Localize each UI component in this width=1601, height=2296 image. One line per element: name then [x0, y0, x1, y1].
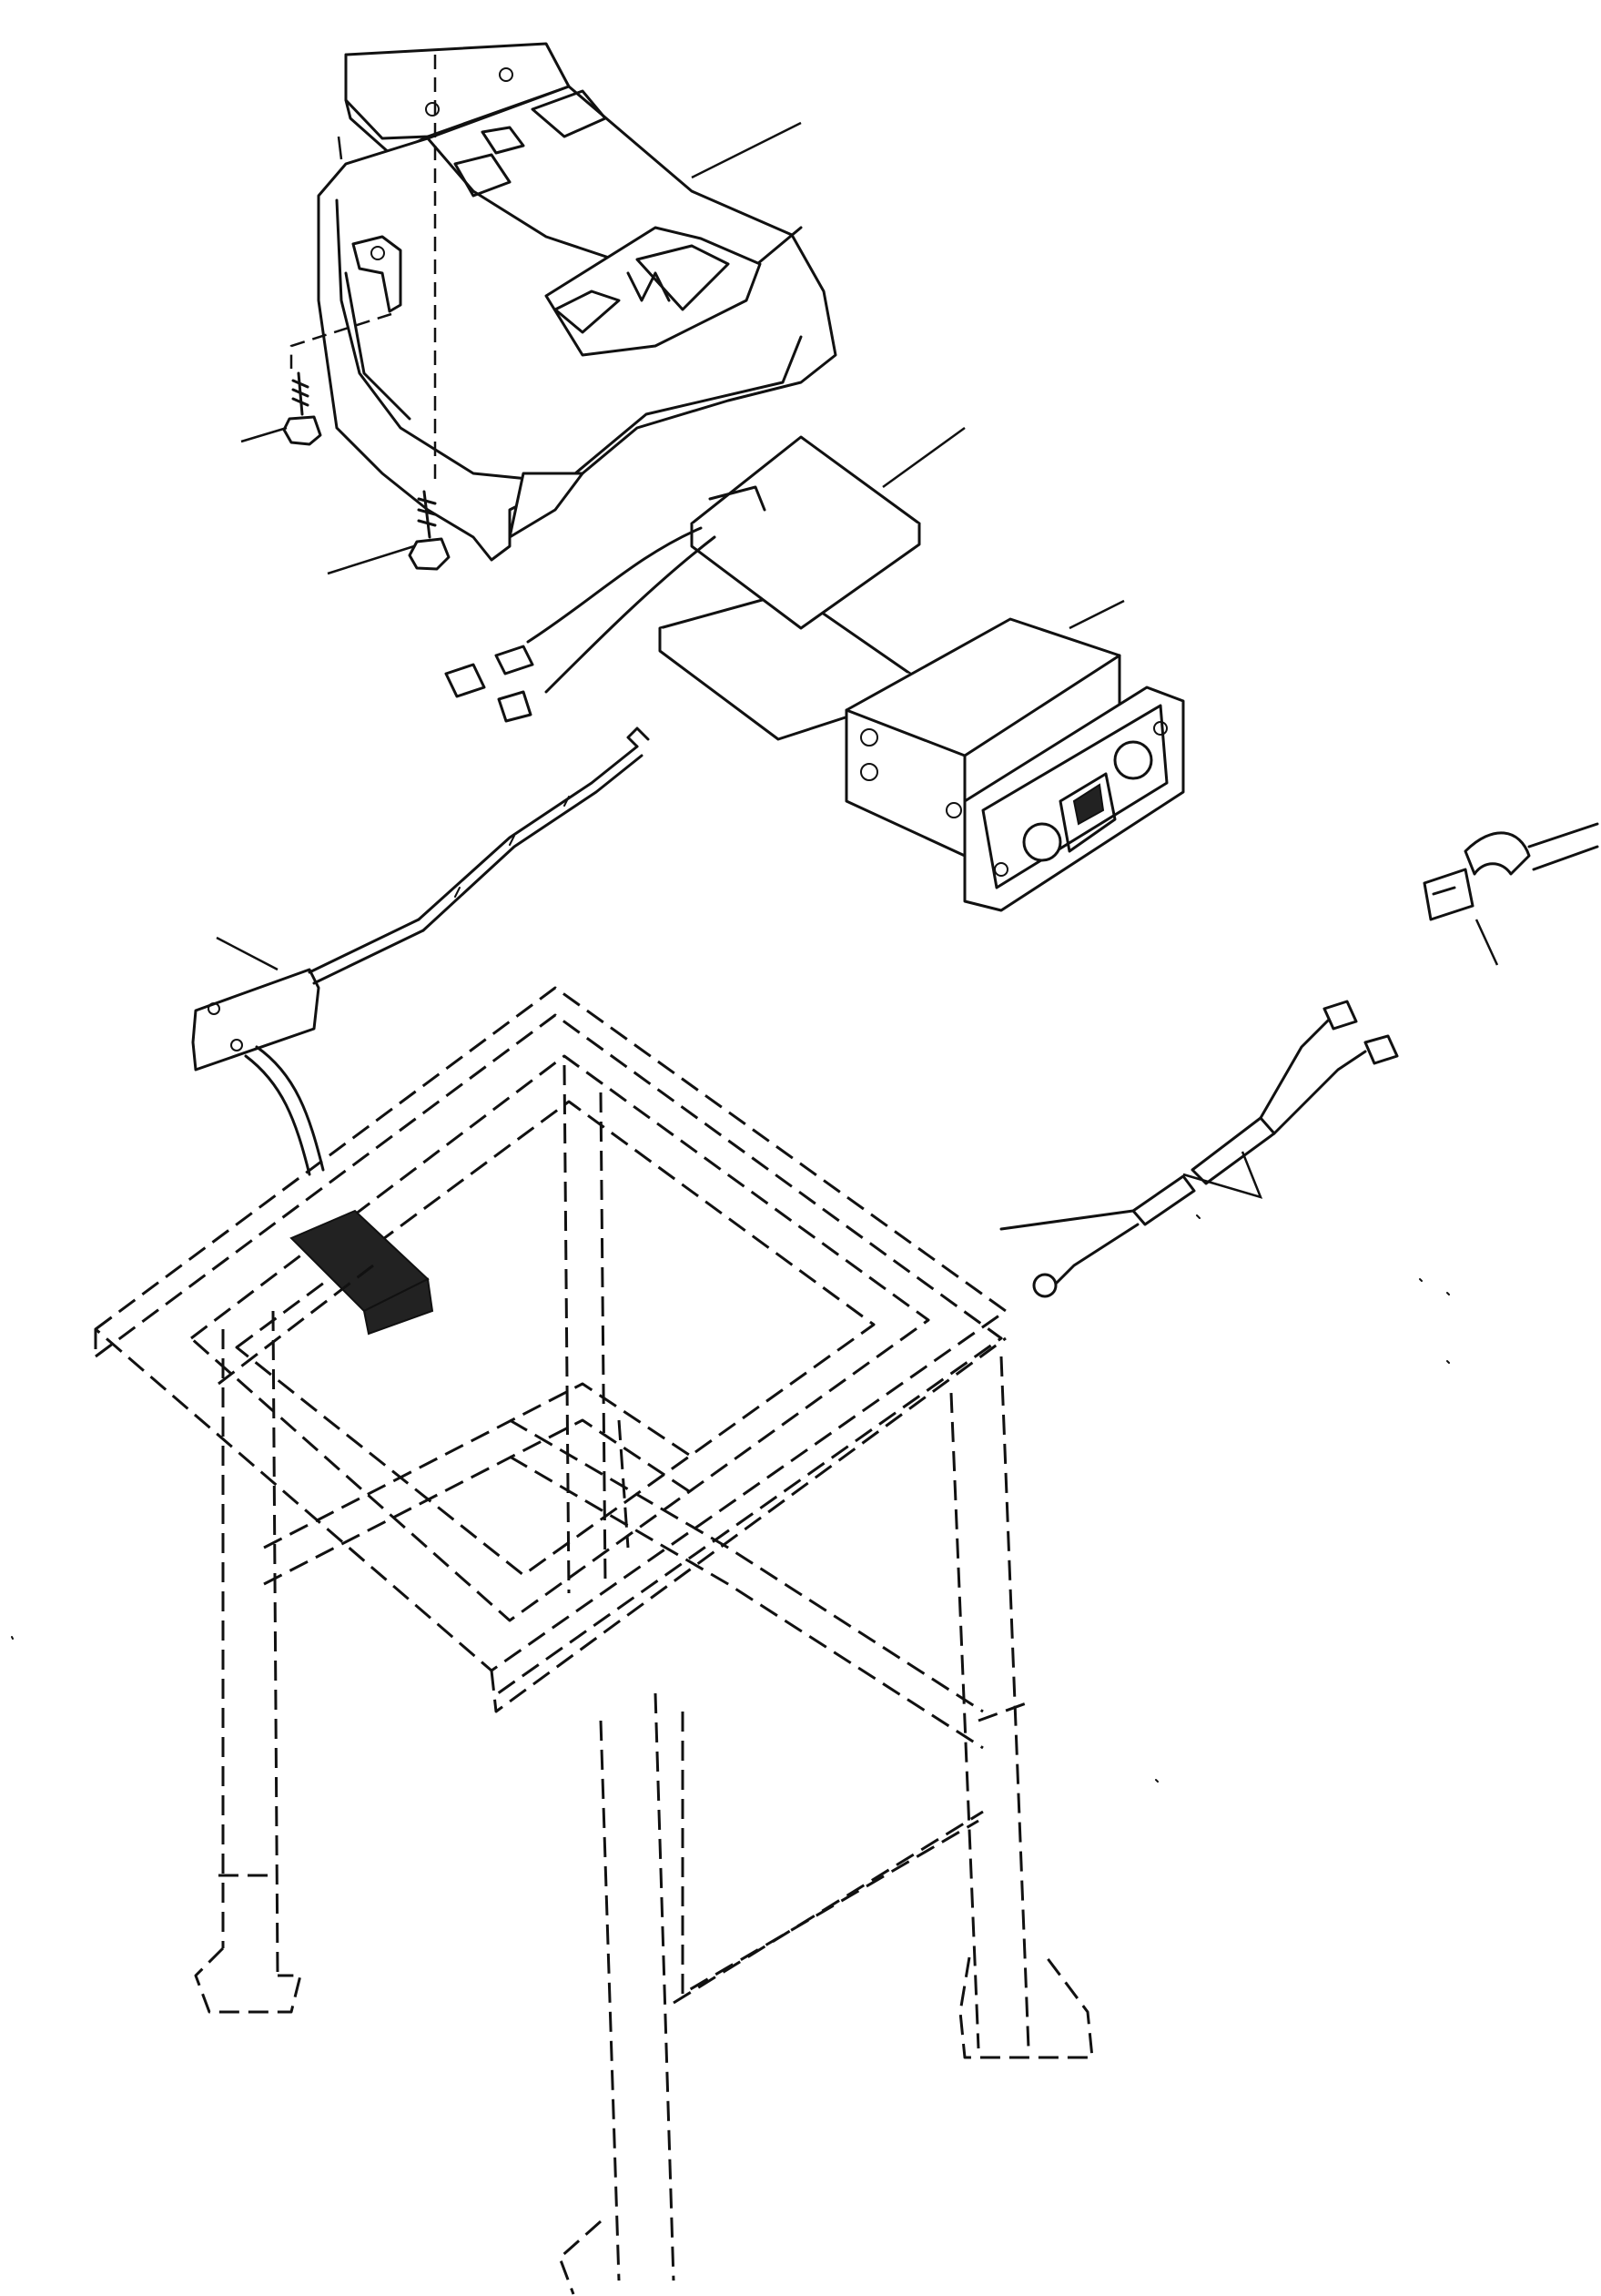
connector	[1423, 822, 1599, 966]
radio-unit	[845, 617, 1185, 912]
bolt	[408, 490, 451, 571]
leader-lines	[216, 121, 1125, 971]
cab-frame	[11, 986, 1450, 2295]
antenna	[191, 726, 650, 1176]
console-cover	[289, 42, 837, 562]
speaker-pads	[444, 435, 921, 741]
bracket-clip	[351, 235, 402, 313]
tapping-screw	[282, 371, 322, 446]
wiring-harness	[999, 1000, 1450, 1298]
